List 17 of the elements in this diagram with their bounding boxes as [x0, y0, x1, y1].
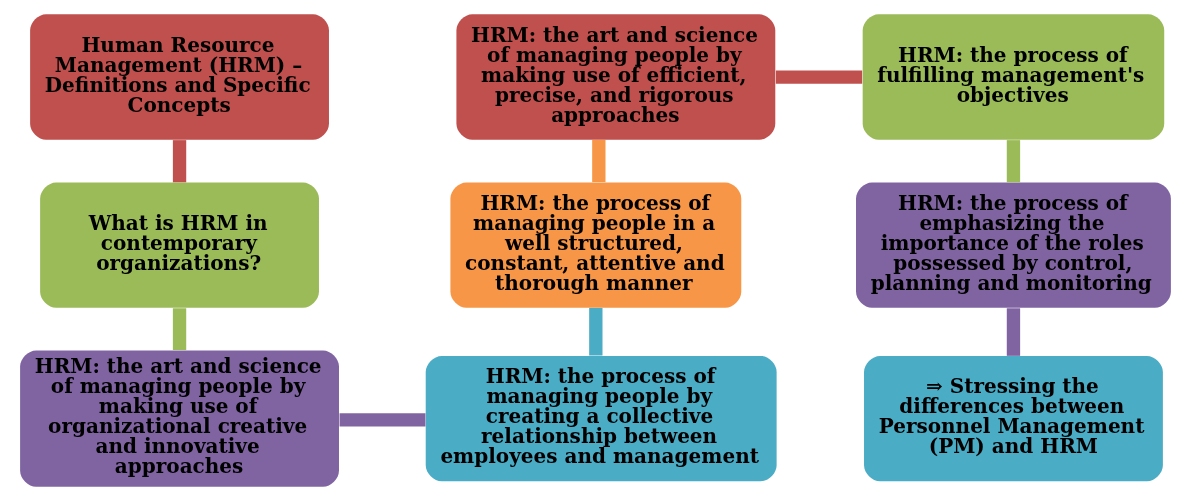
connector: [172, 307, 186, 350]
node-box: HRM: the art and science of managing people by making use of efficient, precise, and rigorous approaches: [455, 13, 775, 140]
connector: [775, 69, 862, 84]
node-box: What is HRM in contemporary organizations?: [39, 181, 319, 308]
connector: [1006, 307, 1020, 356]
node-box: Human Resource Management (HRM) – Definitions and Specific Concepts: [29, 13, 329, 140]
node-box: HRM: the art and science of managing people by making use of organizational creative and innovative approaches: [19, 350, 339, 487]
node-box: HRM: the process of managing people in a well structured, constant, attentive and thorough manner: [449, 181, 741, 308]
connector: [591, 139, 605, 182]
node-box: HRM: the process of emphasizing the importance of the roles possessed by control, planning and monitoring: [855, 181, 1171, 308]
node-box: HRM: the process of fulfilling management's objectives: [862, 13, 1164, 140]
connector: [588, 307, 602, 355]
node-box: ⇒ Stressing the differences between Personnel Management (PM) and HRM: [863, 355, 1163, 481]
connector: [172, 139, 186, 182]
connector: [339, 412, 425, 427]
node-box: HRM: the process of managing people by creating a collective relationship between employees and management: [425, 355, 777, 481]
connector: [1006, 139, 1020, 182]
